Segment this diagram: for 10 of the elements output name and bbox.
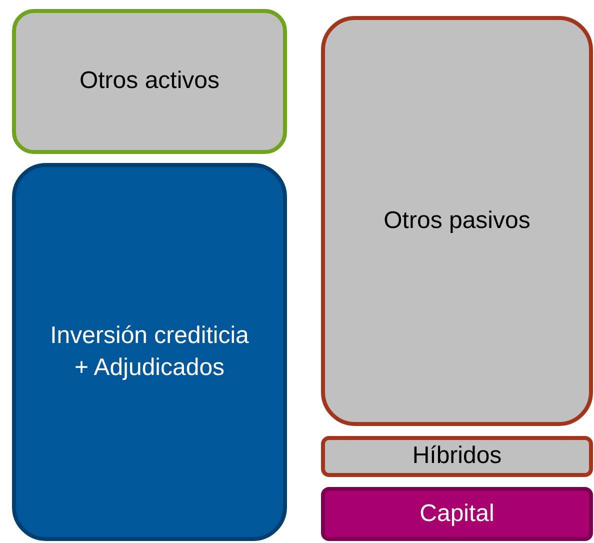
liability-box: [321, 436, 593, 477]
box-label: Híbridos: [412, 441, 502, 472]
box-label: Capital: [420, 498, 494, 529]
box-label: Otros activos: [79, 66, 220, 96]
equity-box: [321, 487, 593, 541]
box-label: Otros pasivos: [384, 206, 530, 236]
asset-box: [12, 9, 287, 154]
box-label: Inversión crediticia + Adjudicados: [50, 320, 250, 383]
liability-box: [321, 16, 593, 426]
asset-box: [12, 163, 287, 541]
